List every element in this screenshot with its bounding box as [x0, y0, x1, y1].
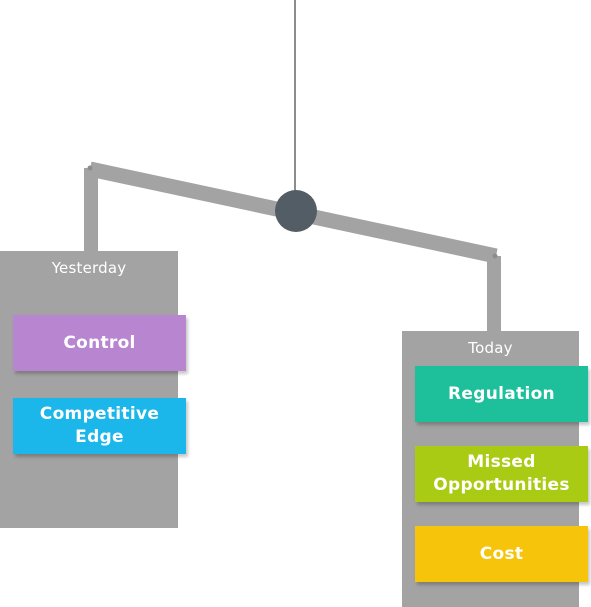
right-pan-title: Today — [468, 339, 513, 357]
cost-label: Cost — [479, 543, 524, 564]
competitive-edge-card: Competitive Edge — [13, 398, 186, 454]
pivot-knob — [275, 190, 317, 232]
left-pan-title: Yesterday — [51, 259, 127, 277]
right-beam-pin — [492, 253, 498, 259]
cost-card: Cost — [415, 526, 588, 582]
regulation-card: Regulation — [415, 366, 588, 422]
left-beam-pin — [87, 165, 93, 171]
regulation-label: Regulation — [448, 383, 555, 404]
left-pan: Yesterday — [0, 251, 178, 528]
missed-opportunities-label: Missed Opportunities — [433, 452, 570, 495]
right-hanger — [487, 256, 501, 332]
control-label: Control — [63, 332, 136, 353]
missed-opportunities-card: Missed Opportunities — [415, 446, 588, 502]
left-hanger — [84, 168, 98, 252]
control-card: Control — [13, 315, 186, 371]
competitive-edge-label: Competitive Edge — [39, 404, 160, 447]
